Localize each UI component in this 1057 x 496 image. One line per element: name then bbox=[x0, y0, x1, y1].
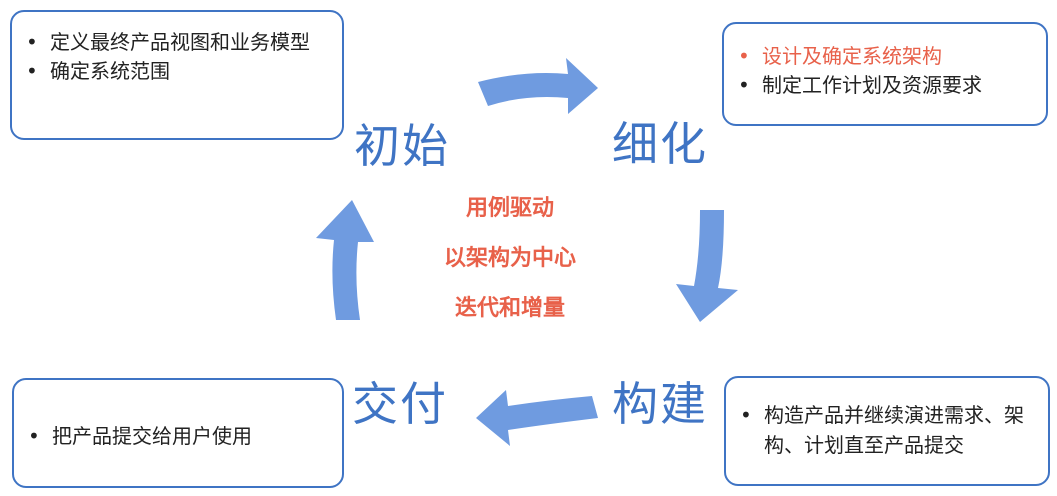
construction-bullet-1: 构造产品并继续演进需求、架构、计划直至产品提交 bbox=[726, 400, 1036, 460]
principle-use-case-driven: 用例驱动 bbox=[465, 196, 554, 221]
phase-label-transition: 交付 bbox=[352, 377, 448, 431]
phase-label-inception: 初始 bbox=[354, 119, 450, 173]
arrow-elaboration-to-construction bbox=[676, 210, 738, 322]
elaboration-bullet-1: 设计及确定系统架构 bbox=[724, 44, 1046, 69]
transition-bullet-list: 把产品提交给用户使用 bbox=[14, 424, 342, 449]
transition-box: 把产品提交给用户使用 bbox=[12, 378, 344, 488]
elaboration-bullet-list: 设计及确定系统架构 制定工作计划及资源要求 bbox=[724, 44, 1046, 98]
construction-bullet-list: 构造产品并继续演进需求、架构、计划直至产品提交 bbox=[726, 400, 1036, 460]
arrow-transition-to-inception bbox=[316, 200, 374, 320]
principle-iterative-incremental: 迭代和增量 bbox=[454, 296, 565, 321]
arrow-construction-to-transition bbox=[476, 390, 598, 446]
arrow-inception-to-elaboration bbox=[478, 58, 598, 114]
elaboration-box: 设计及确定系统架构 制定工作计划及资源要求 bbox=[722, 22, 1048, 126]
inception-bullet-list: 定义最终产品视图和业务模型 确定系统范围 bbox=[12, 30, 342, 84]
inception-bullet-1: 定义最终产品视图和业务模型 bbox=[12, 30, 342, 55]
phase-label-elaboration: 细化 bbox=[612, 117, 708, 171]
construction-box: 构造产品并继续演进需求、架构、计划直至产品提交 bbox=[724, 376, 1050, 486]
transition-bullet-1: 把产品提交给用户使用 bbox=[14, 424, 342, 449]
inception-box: 定义最终产品视图和业务模型 确定系统范围 bbox=[10, 10, 344, 140]
principle-architecture-centric: 以架构为中心 bbox=[443, 246, 576, 271]
inception-bullet-2: 确定系统范围 bbox=[12, 59, 342, 84]
elaboration-bullet-2: 制定工作计划及资源要求 bbox=[724, 73, 1046, 98]
phase-label-construction: 构建 bbox=[612, 377, 708, 431]
